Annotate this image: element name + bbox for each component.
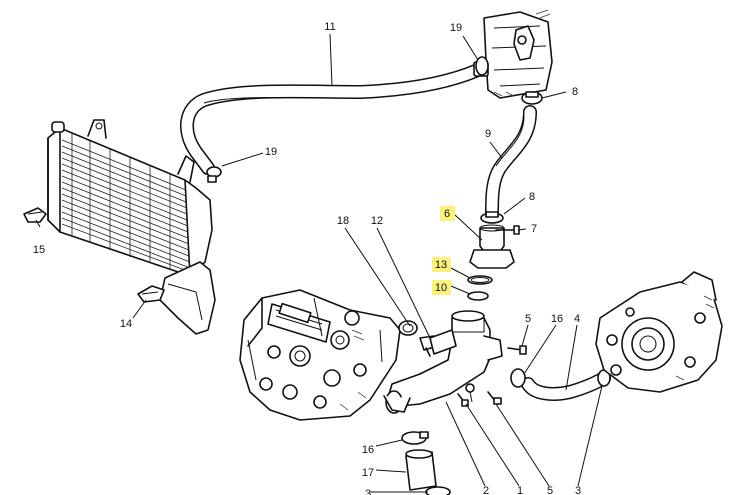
callout-8-lower: 8 [529, 191, 535, 203]
callout-12: 12 [371, 215, 383, 227]
callout-14: 14 [120, 318, 132, 330]
screw-part-5-lower [487, 391, 502, 405]
grommet-part-15 [23, 207, 47, 223]
callout-15: 15 [33, 244, 45, 256]
fitting-part-6 [469, 224, 515, 269]
hose-clamp-3-lower [425, 486, 451, 495]
thermostat-housing [473, 9, 553, 99]
hose-clamp-19-upper [475, 56, 489, 76]
callout-5-upper: 5 [525, 313, 531, 325]
callout-3-right: 3 [575, 485, 581, 495]
callout-labels: 11 19 8 19 9 8 6 7 18 12 13 10 15 14 5 1… [33, 21, 581, 495]
callout-18: 18 [337, 215, 349, 227]
water-pump-cover [595, 271, 723, 393]
highlight-13 [432, 257, 451, 272]
screw-part-5-upper [507, 345, 527, 355]
callout-4: 4 [574, 313, 580, 325]
callout-5-lower: 5 [547, 485, 553, 495]
hose-part-4 [521, 371, 611, 401]
grommet-part-14 [137, 285, 165, 303]
cylinder-head [239, 289, 401, 421]
hose-clamp-16-lower [401, 431, 429, 445]
callout-19-lower: 19 [265, 146, 277, 158]
callout-17: 17 [362, 467, 374, 479]
callout-16-lower: 16 [362, 444, 374, 456]
coolant-pipe-assembly [383, 310, 503, 414]
leader-lines [35, 33, 603, 493]
callout-2: 2 [483, 485, 489, 495]
callout-11: 11 [324, 21, 335, 33]
callout-16-right: 16 [551, 313, 563, 325]
radiator [47, 119, 216, 335]
hose-part-9 [485, 105, 537, 219]
hose-clamp-16-right [510, 368, 526, 388]
hose-clamp-8-lower [480, 211, 504, 224]
hose-clamp-8-upper [521, 91, 543, 105]
callout-1: 1 [517, 485, 523, 495]
callout-13: 13 [435, 259, 447, 271]
hose-part-17 [405, 449, 437, 491]
plug-part-18 [398, 320, 418, 336]
hose-clamp-19-lower [206, 166, 222, 183]
callout-10: 10 [435, 282, 447, 294]
callout-9: 9 [485, 128, 491, 140]
highlight-6 [440, 206, 455, 221]
callout-3-left: 3 [365, 488, 371, 495]
callout-19-upper: 19 [450, 22, 462, 34]
o-ring-part-13 [467, 275, 493, 285]
hose-part-11 [180, 63, 485, 175]
seal-part-10 [467, 291, 489, 301]
callout-6: 6 [444, 208, 450, 220]
callout-7: 7 [531, 223, 537, 235]
highlight-10 [432, 280, 451, 295]
screw-part-1 [457, 393, 469, 407]
callout-8-upper: 8 [572, 86, 578, 98]
